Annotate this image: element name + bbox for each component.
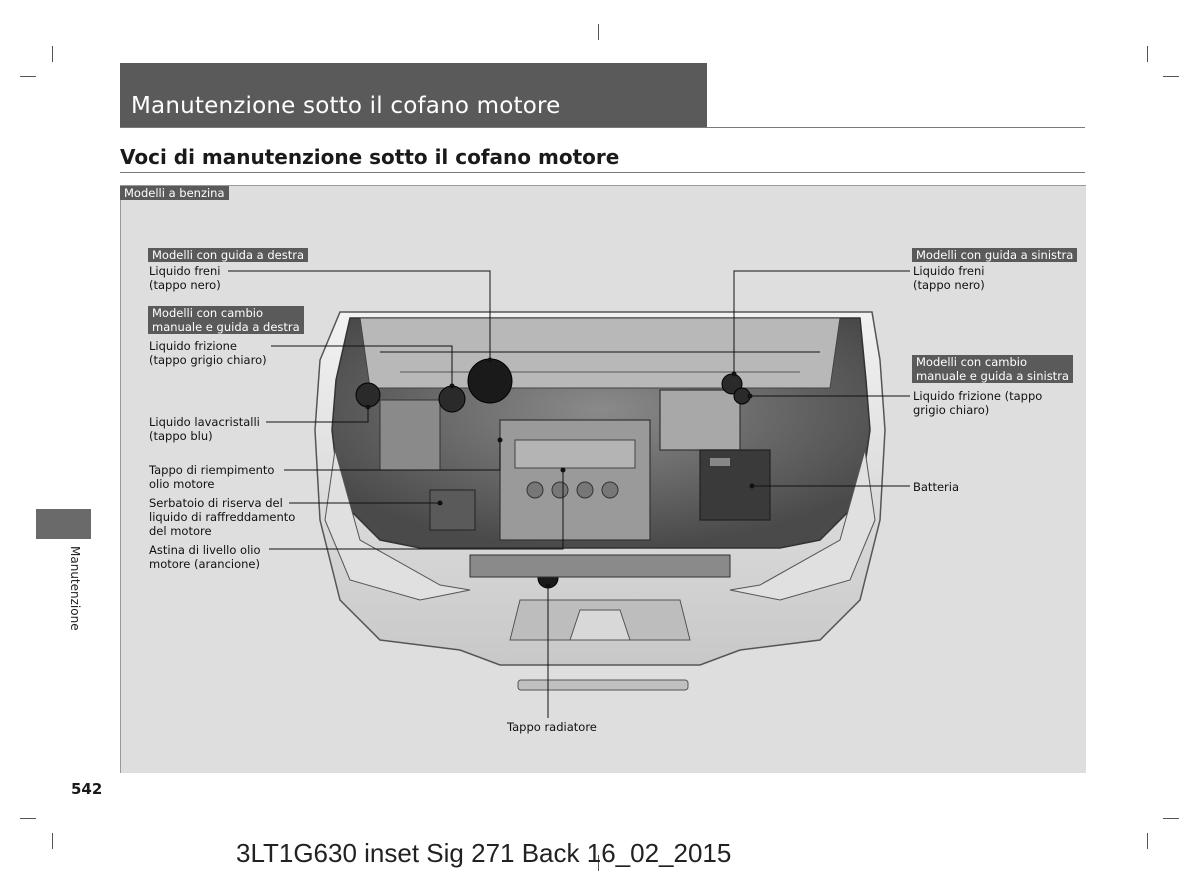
tag-line: Modelli con cambio	[152, 306, 263, 320]
tag-manual-lhd: Modelli con cambio manuale e guida a sin…	[912, 355, 1073, 383]
crop-mark	[52, 833, 53, 849]
label-oil-dipstick: Astina di livello olio motore (arancione…	[149, 543, 261, 571]
tag-rhd: Modelli con guida a destra	[148, 248, 309, 262]
crop-mark	[598, 24, 599, 40]
section-divider	[120, 172, 1085, 173]
label-brake-fluid-right: Liquido freni (tappo nero)	[913, 264, 985, 292]
label-brake-fluid-left: Liquido freni (tappo nero)	[149, 264, 221, 292]
label-coolant-reservoir: Serbatoio di riserva del liquido di raff…	[149, 496, 296, 538]
tag-line: Modelli con cambio	[916, 355, 1027, 369]
chapter-side-tab[interactable]	[36, 509, 91, 539]
crop-mark	[1163, 818, 1179, 819]
variant-tag: Modelli a benzina	[120, 186, 229, 200]
section-title: Voci di manutenzione sotto il cofano mot…	[120, 145, 620, 169]
crop-mark	[52, 46, 53, 62]
print-footer: 3LT1G630 inset Sig 271 Back 16_02_2015	[236, 838, 732, 868]
crop-mark	[20, 76, 36, 77]
tag-line: manuale e guida a destra	[152, 320, 300, 334]
page-number: 542	[71, 780, 103, 798]
crop-mark	[598, 855, 599, 871]
chapter-side-label: Manutenzione	[68, 546, 82, 631]
crop-mark	[1147, 833, 1148, 849]
tag-lhd: Modelli con guida a sinistra	[912, 248, 1078, 262]
label-battery: Batteria	[913, 480, 959, 494]
crop-mark	[1147, 46, 1148, 62]
chapter-title: Manutenzione sotto il cofano motore	[131, 93, 561, 119]
label-clutch-fluid-left: Liquido frizione (tappo grigio chiaro)	[149, 339, 267, 367]
label-oil-filler-cap: Tappo di riempimento olio motore	[149, 463, 275, 491]
tag-line: manuale e guida a sinistra	[916, 369, 1069, 383]
label-clutch-fluid-right: Liquido frizione (tappo grigio chiaro)	[913, 389, 1043, 417]
crop-mark	[1163, 76, 1179, 77]
tag-manual-rhd: Modelli con cambio manuale e guida a des…	[148, 306, 304, 334]
label-radiator-cap: Tappo radiatore	[507, 720, 597, 734]
header-divider	[120, 127, 1085, 128]
label-washer-fluid: Liquido lavacristalli (tappo blu)	[149, 415, 260, 443]
crop-mark	[20, 818, 36, 819]
chapter-header-bar	[120, 63, 707, 128]
